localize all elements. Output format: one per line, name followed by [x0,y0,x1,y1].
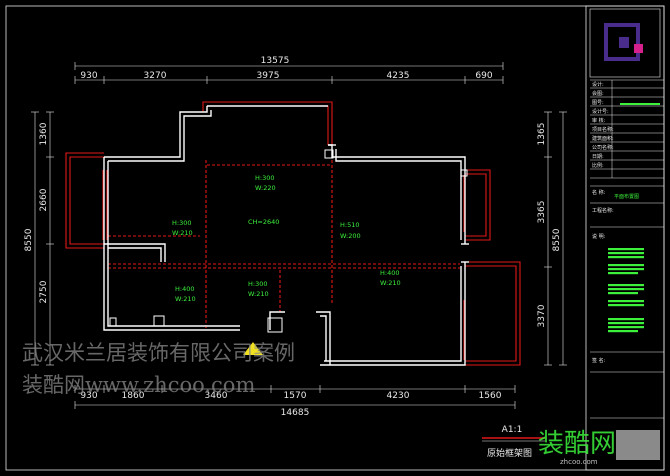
title-block-rows: 设计: 会图: 图号: 设计号: 审 核: 项目名称: 建筑面积: 公司名称: … [590,80,664,179]
dim-right-total: 8550 [552,228,562,251]
room-1-h: H:300 [255,174,274,182]
watermark-line-2: 装酷网www.zhcoo.com [22,373,255,397]
fixtures [109,149,468,333]
title-block: 设计: 会图: 图号: 设计号: 审 核: 项目名称: 建筑面积: 公司名称: … [585,5,665,471]
dim-top-2: 3270 [144,71,167,81]
watermark-logo: 装酷网 [538,429,616,459]
room-5-w: W:210 [175,295,196,303]
tb-row-7: 建筑面积: [592,135,614,142]
dim-top-total: 13575 [261,56,290,66]
dim-bottom-2: 1860 [122,391,145,401]
drawing-scale: A1:1 [502,425,523,435]
tb-name-label: 名 称: [592,189,606,196]
dimension-lines [31,62,567,409]
red-beam-lines [65,101,521,366]
dim-bottom-3: 3460 [205,391,228,401]
tb-row-2: 会图: [592,90,604,97]
tb-row-5: 审 核: [592,117,606,124]
dim-top-5: 690 [475,71,492,81]
dim-left-2: 2660 [39,188,49,211]
tb-notes-label: 说 明: [592,233,606,240]
dim-right-2: 3365 [537,201,547,224]
tb-row-3: 图号: [592,100,604,106]
drawing-title: 原始框架图 [487,447,532,459]
room-4-h: H:400 [380,269,399,277]
room-labels: H:300 W:220 H:300 W:210 CH=2640 H:510 W:… [172,174,401,303]
tb-row-10: 比例: [592,162,604,169]
dim-bottom-5: 4230 [387,391,410,401]
walls [103,105,469,366]
room-2-h: H:300 [172,219,191,227]
tb-row-6: 项目名称: [592,126,614,133]
room-3-w: W:200 [340,232,361,240]
notes-green-lines [608,248,644,333]
dim-left-3: 2750 [39,280,49,303]
dim-top-4: 4235 [387,71,410,81]
tb-name-value: 平面布置图 [614,193,639,200]
dim-bottom-1: 930 [80,391,97,401]
dim-right-1: 1365 [537,123,547,146]
drawing-title-group: A1:1 原始框架图 [482,425,545,459]
room-1-w: W:220 [255,184,276,192]
dim-left-total: 8550 [24,228,34,251]
watermark: 武汉米兰居装饰有限公司案例 装酷网www.zhcoo.com 装酷网 zhcoo… [22,341,616,466]
room-6-w: W:210 [248,290,269,298]
tb-project-label: 工程名称: [592,207,614,214]
dim-bottom-4: 1570 [284,391,307,401]
room-3-h: H:510 [340,221,359,229]
dim-bottom-6: 1560 [479,391,502,401]
dim-left-1: 1360 [39,122,49,145]
room-2-w: W:210 [172,229,193,237]
dim-right-3: 3370 [537,304,547,327]
title-block-frame [585,5,665,471]
tb-row-8: 公司名称: [592,144,614,151]
company-logo-icon [604,23,643,61]
tb-row-1: 设计: [592,81,604,88]
dim-bottom-total: 14685 [281,408,310,418]
dim-top-1: 930 [80,71,97,81]
tb-sign-label: 签 名: [592,357,606,364]
room-6-h: H:300 [248,280,267,288]
watermark-line-1: 武汉米兰居装饰有限公司案例 [22,341,295,365]
room-5-h: H:400 [175,285,194,293]
watermark-url: zhcoo.com [560,458,598,466]
entry-arrow-icon [243,342,263,355]
ceiling-height: CH=2640 [248,218,279,226]
logo-frame [589,8,661,78]
dimension-texts: 13575 930 3270 3975 4235 690 930 1860 34… [24,56,562,418]
tb-row-4: 设计号: [592,108,609,115]
tb-stamp-box [616,430,660,460]
room-4-w: W:210 [380,279,401,287]
tb-row-9: 日期: [592,154,604,160]
dim-top-3: 3975 [257,71,280,81]
